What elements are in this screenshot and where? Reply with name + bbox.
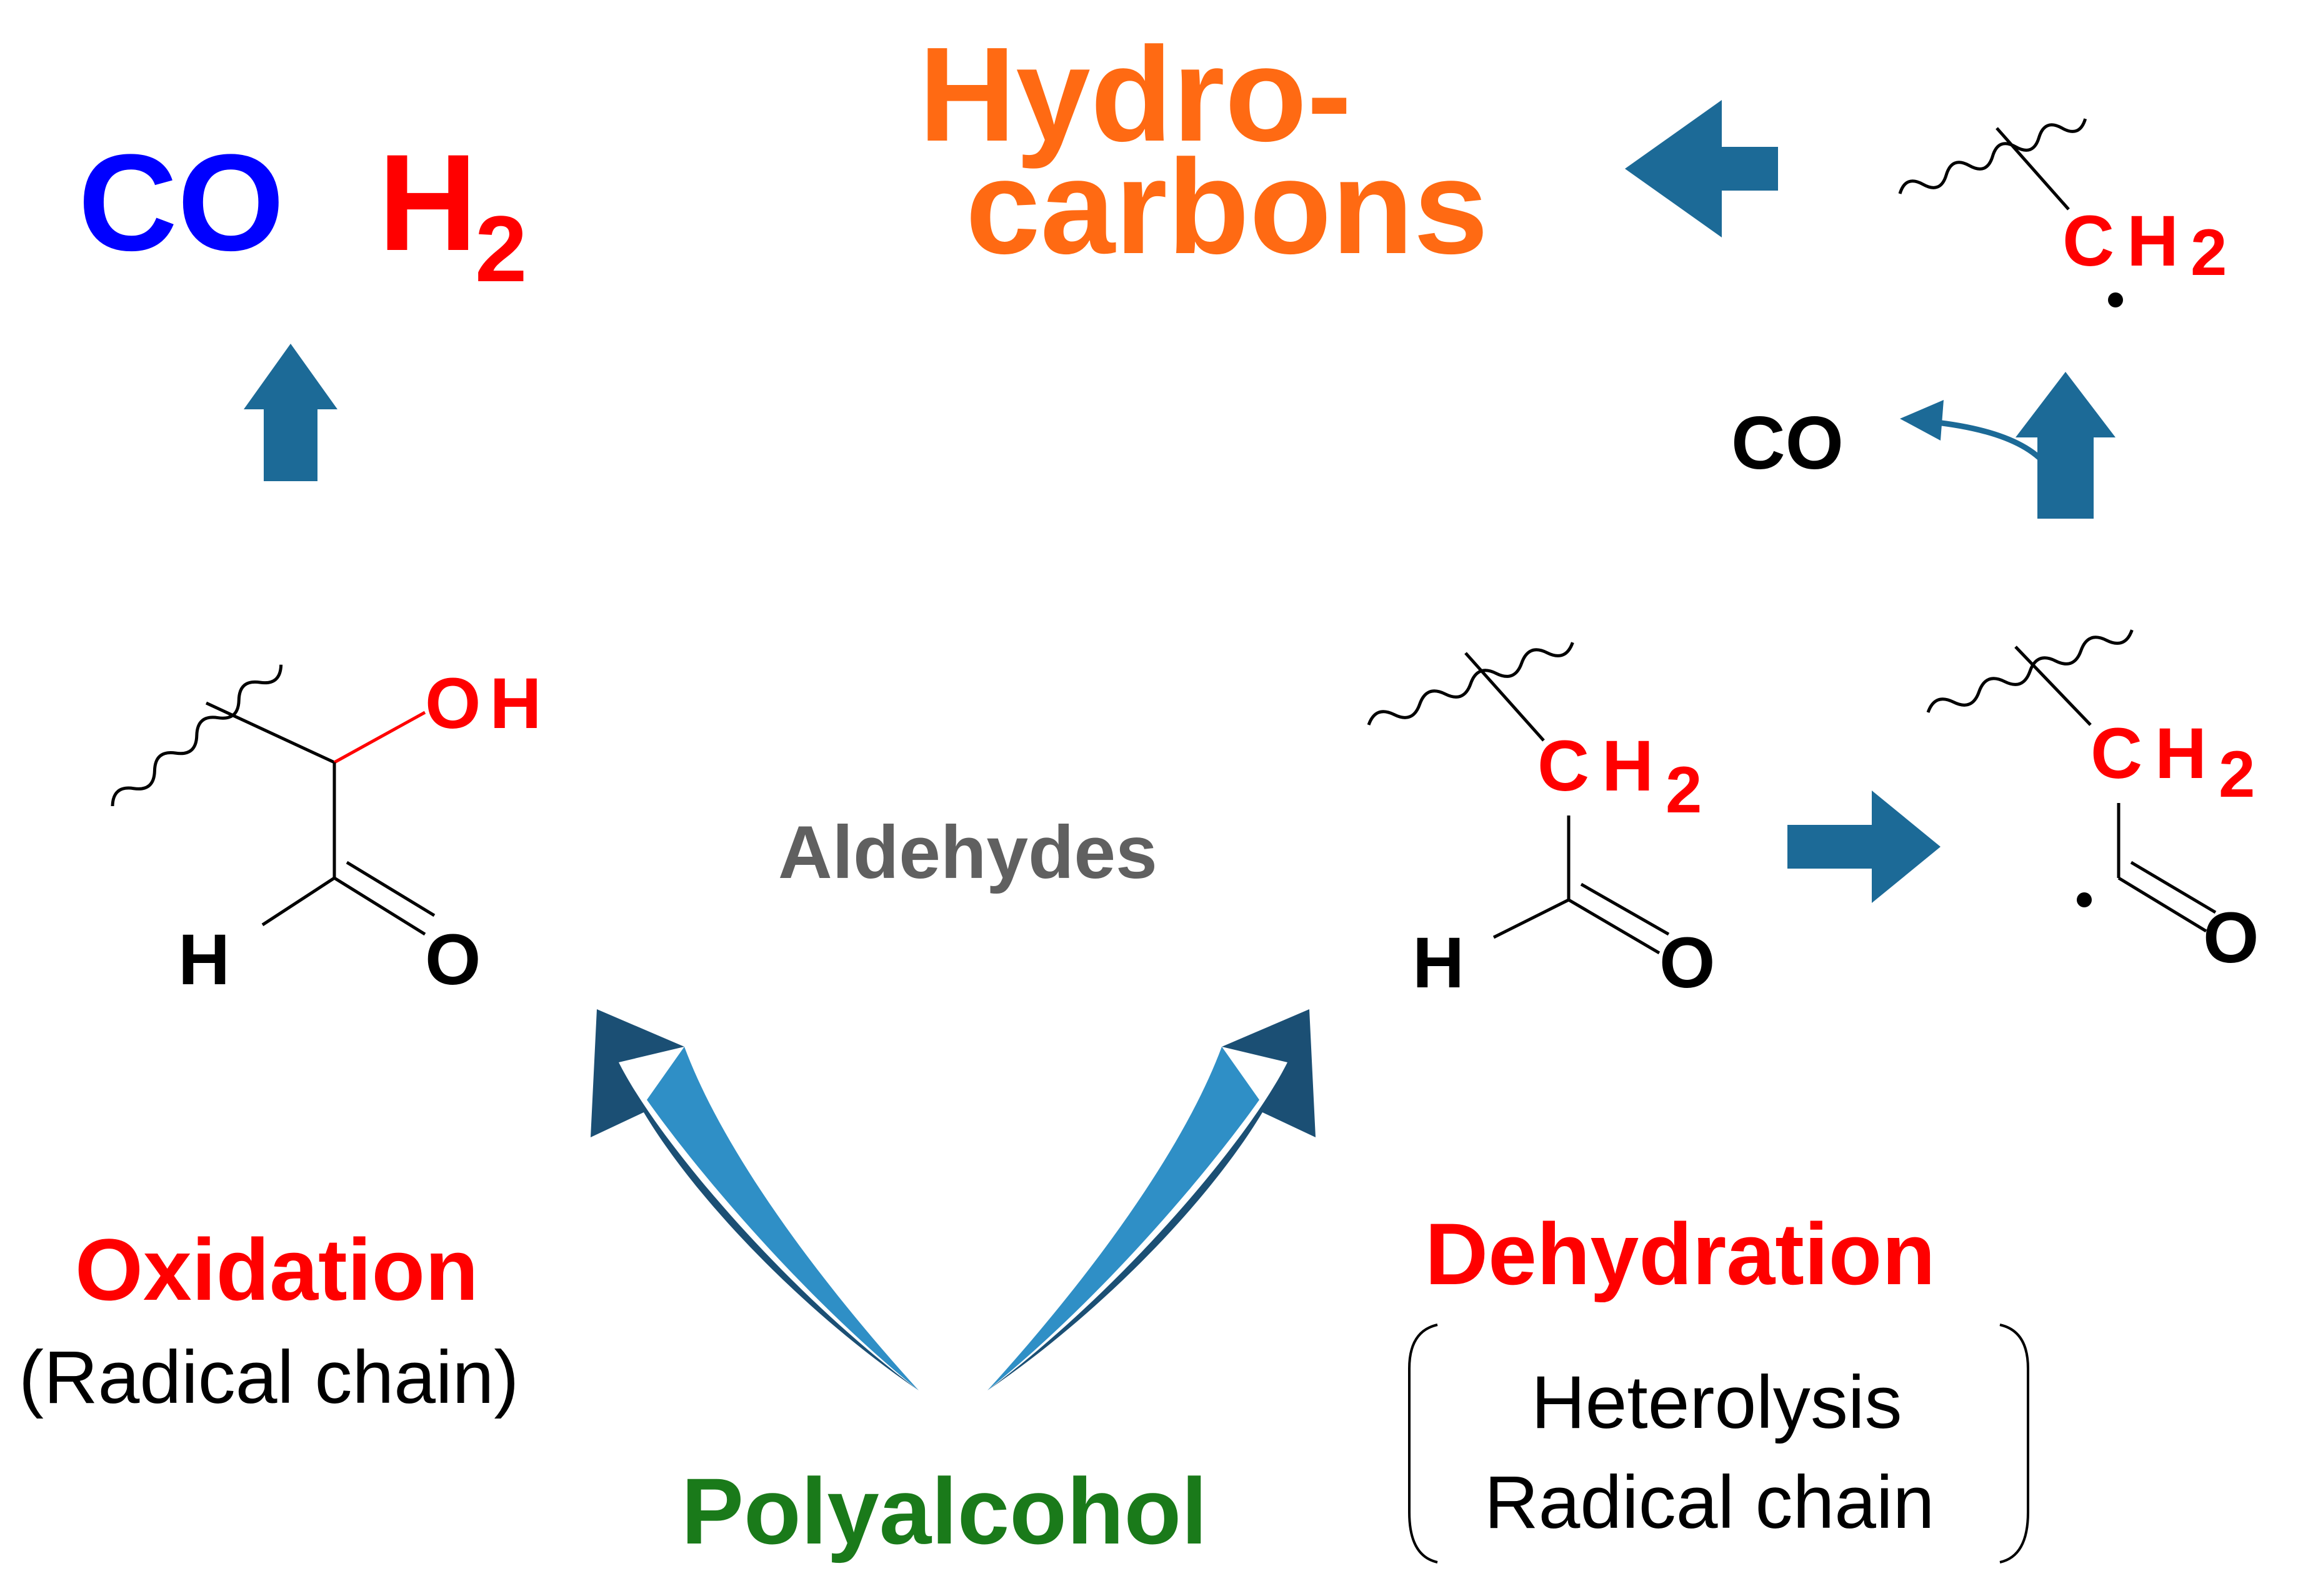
acyl-o: O — [2203, 898, 2259, 978]
radical-dot-acyl — [2077, 892, 2092, 907]
bond-c-o-double-mid-2 — [1580, 882, 1670, 936]
bond-c-ch2-mid — [1464, 652, 1545, 742]
aldehyde-h-mid: H — [1412, 923, 1464, 1003]
aldehyde-o-left: O — [425, 920, 481, 1000]
bond-c-h-left — [261, 876, 336, 927]
oxidation-mechanism: (Radical chain) — [19, 1335, 519, 1419]
bond-c-o-double-left-2 — [346, 860, 436, 917]
co-product: CO — [78, 126, 284, 279]
wavy-bond-acyl-radical — [1926, 629, 2134, 713]
aldehyde-h-left: H — [178, 920, 230, 1000]
radical-dot-alkyl — [2108, 292, 2123, 307]
arrow-to-acyl-radical — [1787, 791, 1941, 903]
oxidation-label: Oxidation — [75, 1220, 479, 1319]
curved-arrow-co-head — [1900, 400, 1944, 441]
bond-c-c-left — [205, 701, 336, 764]
dehydration-mechanism-1: Heterolysis — [1531, 1360, 1902, 1444]
h2-product: H — [378, 126, 477, 279]
curved-arrow-oxidation — [591, 1009, 919, 1390]
arrow-up-to-alkyl-radical — [2016, 372, 2116, 519]
bond-alkyl-radical — [1996, 127, 2070, 211]
wavy-bond-alkyl-radical — [1898, 118, 2087, 194]
hydrocarbons-line2: carbons — [966, 131, 1488, 282]
mid-sub: 2 — [1666, 754, 1702, 827]
aldehydes-label: Aldehydes — [778, 810, 1157, 894]
aldehyde-o-mid: O — [1659, 923, 1715, 1003]
alkyl-radical-sub: 2 — [2191, 216, 2227, 289]
acyl-sub: 2 — [2219, 738, 2255, 811]
curved-arrow-dehydration — [987, 1009, 1316, 1390]
bond-c-o-double-acyl-2 — [2130, 860, 2217, 914]
mechanism-bracket-left — [1408, 1324, 1438, 1564]
bond-c-o-double-mid-1 — [1567, 898, 1661, 955]
mid-ch: CH — [1537, 726, 1666, 806]
acyl-ch: CH — [2091, 714, 2219, 794]
bond-c-ch2-acyl — [2014, 646, 2092, 726]
mechanism-bracket-right — [1999, 1324, 2029, 1564]
wavy-bond-aldehyde — [1367, 642, 1574, 726]
bond-c-o-double-left-1 — [333, 876, 426, 936]
dehydration-mechanism-2: Radical chain — [1484, 1460, 1934, 1544]
bond-c-o-double-acyl-1 — [2117, 876, 2207, 933]
wavy-bond-hydroxy-aldehyde — [111, 664, 283, 807]
bond-c-h-mid — [1492, 898, 1570, 939]
hydrocarbons-line1: Hydro- — [919, 19, 1352, 169]
arrow-to-hydrocarbons — [1625, 100, 1778, 237]
hydroxyl-group: OH — [425, 664, 551, 744]
arrow-up-to-syngas — [244, 344, 337, 481]
alkyl-radical-ch: CH — [2062, 201, 2191, 281]
polyalcohol-label: Polyalcohol — [681, 1459, 1207, 1564]
h2-subscript: 2 — [475, 196, 527, 301]
bond-c-oh-left — [333, 711, 426, 764]
co-byproduct: CO — [1731, 401, 1844, 485]
dehydration-label: Dehydration — [1425, 1205, 1936, 1303]
